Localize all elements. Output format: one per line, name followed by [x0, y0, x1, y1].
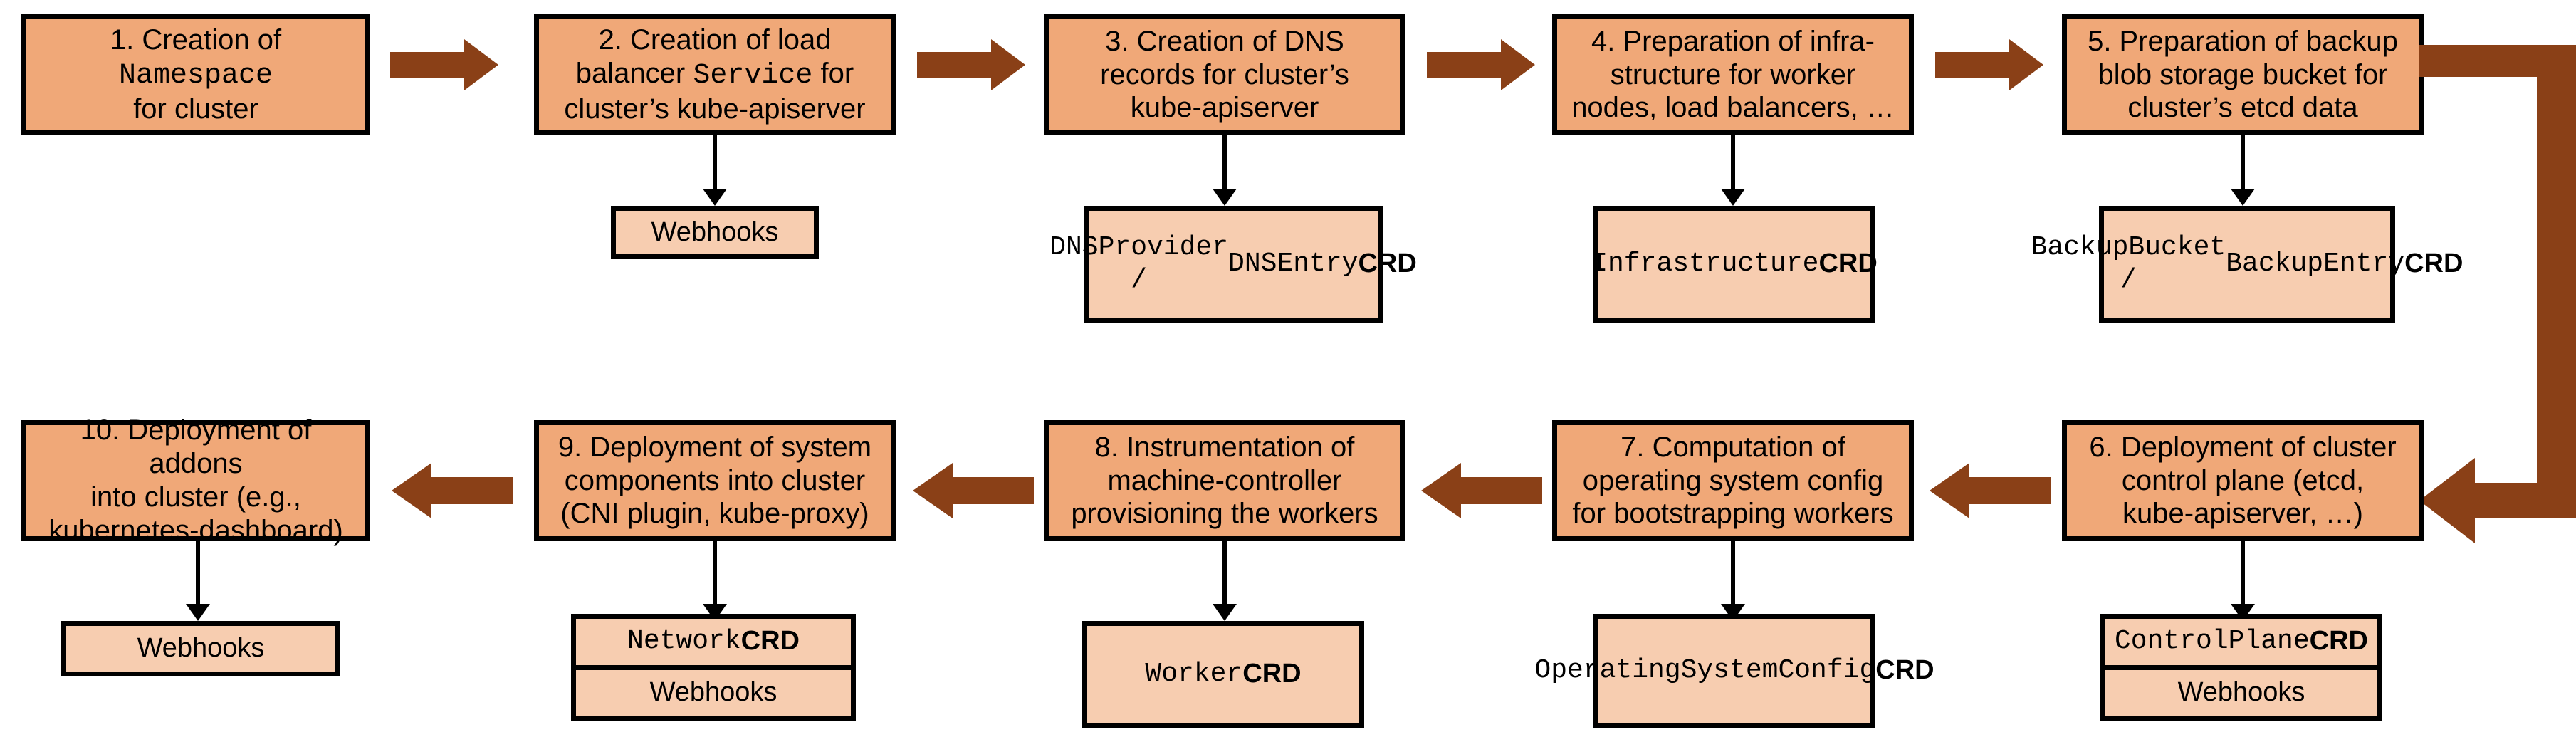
resource-box-9[interactable]: Network CRD Webhooks — [571, 614, 856, 721]
resource-row: BackupBucket /BackupEntry CRD — [2031, 232, 2464, 296]
flow-arrow-2-to-3 — [917, 39, 1025, 90]
resource-row: DNSProvider /DNSEntry CRD — [1049, 232, 1417, 296]
connector-step-6-to-resource — [2221, 541, 2264, 621]
resource-row: Webhooks — [137, 633, 265, 664]
flow-arrow-7-to-8 — [1421, 463, 1542, 518]
flow-arrow-6-to-7 — [1930, 463, 2051, 518]
connector-step-3-to-resource — [1203, 135, 1246, 206]
resource-row: ControlPlane CRD — [2115, 626, 2368, 657]
resource-row: Network CRD — [627, 626, 800, 657]
flow-arrow-3-to-4 — [1427, 39, 1535, 90]
flow-arrow-8-to-9 — [913, 463, 1034, 518]
resource-box-10[interactable]: Webhooks — [61, 621, 340, 676]
resource-row: Webhooks — [576, 664, 851, 716]
step-box-4-label: 4. Preparation of infra-structure for wo… — [1571, 25, 1895, 124]
connector-step-8-to-resource — [1203, 541, 1246, 621]
flow-arrow-5-to-6-wrap — [2419, 45, 2576, 543]
resource-box-5[interactable]: BackupBucket /BackupEntry CRD — [2031, 206, 2464, 323]
connector-step-4-to-resource — [1712, 135, 1754, 206]
flow-arrow-4-to-5 — [1935, 39, 2043, 90]
connector-step-5-to-resource — [2221, 135, 2264, 206]
resource-box-3[interactable]: DNSProvider /DNSEntry CRD — [1049, 206, 1417, 323]
flow-arrow-1-to-2 — [390, 39, 498, 90]
resource-row: Webhooks — [2105, 664, 2377, 716]
flow-arrow-9-to-10 — [392, 463, 513, 518]
connector-step-7-to-resource — [1712, 541, 1754, 621]
step-box-4[interactable]: 4. Preparation of infra-structure for wo… — [1552, 14, 1914, 135]
connector-step-2-to-resource — [693, 135, 736, 206]
resource-row: Webhooks — [651, 216, 779, 247]
resource-box-2[interactable]: Webhooks — [611, 206, 819, 259]
connector-step-9-to-resource — [693, 541, 736, 621]
connector-step-10-to-resource — [177, 541, 219, 621]
resource-box-6[interactable]: ControlPlane CRD Webhooks — [2100, 614, 2382, 721]
